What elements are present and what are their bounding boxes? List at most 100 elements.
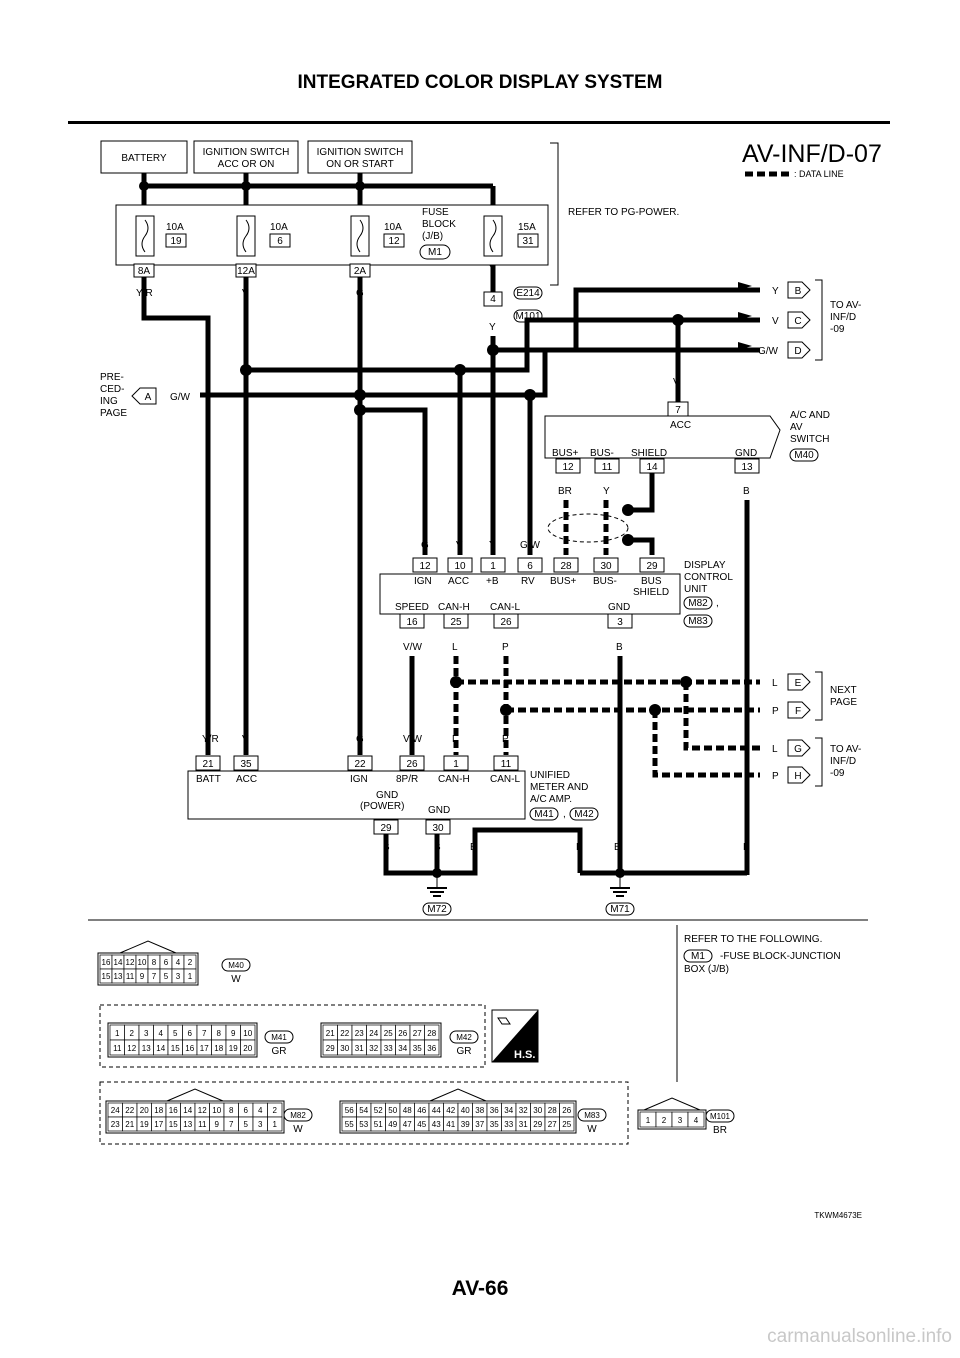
pin-number: 26: [398, 1029, 407, 1038]
pin-number: 11: [126, 972, 135, 981]
pin-number: 43: [432, 1120, 441, 1129]
pin-number: 10: [243, 1029, 252, 1038]
meter-pin-29: 29: [380, 823, 392, 834]
acsw-bus-plus: BUS+: [552, 448, 579, 459]
pin-number: 8: [152, 958, 157, 967]
connector-color: W: [293, 1124, 303, 1135]
pin-number: 11: [113, 1044, 122, 1053]
refer-m1: M1: [691, 951, 705, 962]
dcu-pin-3: 3: [617, 617, 623, 628]
pin-number: 28: [548, 1106, 557, 1115]
fuse-block-label-2: BLOCK: [422, 219, 456, 230]
pin-number: 9: [215, 1120, 220, 1129]
pin-number: 36: [427, 1044, 436, 1053]
dcu-pin-10: 10: [454, 561, 466, 572]
to-av-09-top-2: INF/D: [830, 312, 856, 323]
wire-v-acc: V: [673, 377, 680, 388]
pin-number: 7: [202, 1029, 207, 1038]
dcu-ign: IGN: [414, 576, 432, 587]
fuse-block-connector: M1: [428, 247, 442, 258]
pin-number: 1: [646, 1116, 651, 1125]
pin-number: 15: [169, 1120, 178, 1129]
wire-y-joint: Y: [489, 322, 496, 333]
dcu-bus-plus: BUS+: [550, 576, 577, 587]
pin-number: 17: [200, 1044, 209, 1053]
wire-gw-preceding: G/W: [170, 392, 191, 403]
pin-number: 12: [126, 958, 135, 967]
pin-number: 5: [244, 1120, 249, 1129]
term-8a: 8A: [138, 266, 151, 277]
wire-b-dcu: B: [616, 642, 623, 653]
connector-color: BR: [713, 1125, 727, 1136]
pin-number: 30: [533, 1106, 542, 1115]
pin-number: 13: [183, 1120, 192, 1129]
meter-pin-30: 30: [432, 823, 444, 834]
term-d: D: [794, 346, 801, 357]
pin-number: 48: [403, 1106, 412, 1115]
pin-number: 33: [384, 1044, 393, 1053]
wire-g-meter: G: [356, 734, 364, 745]
dcu-can-h: CAN-H: [438, 602, 470, 613]
dcu-gnd: GND: [608, 602, 630, 613]
dcu-bus-minus: BUS-: [593, 576, 617, 587]
fuse-19-num: 19: [170, 236, 182, 247]
pin-number: 51: [374, 1120, 383, 1129]
pin-number: 35: [490, 1120, 499, 1129]
fuse-6-amp: 10A: [270, 222, 288, 233]
pin-number: 8: [229, 1106, 234, 1115]
preceding-2: CED-: [100, 384, 124, 395]
pin-number: 3: [258, 1120, 263, 1129]
pin-number: 17: [154, 1120, 163, 1129]
term-e: E: [795, 678, 802, 689]
fuse-31-num: 31: [522, 236, 534, 247]
pin-number: 4: [694, 1116, 699, 1125]
dcu-pin-29: 29: [646, 561, 658, 572]
wire-p-meter: P: [502, 734, 509, 745]
pin-number: 34: [398, 1044, 407, 1053]
dcu-pin-30: 30: [600, 561, 612, 572]
hs-label: H.S.: [514, 1049, 535, 1061]
conn-m101: M101: [515, 311, 540, 322]
meter-pin-26: 26: [406, 759, 418, 770]
joint-pin-4: [483, 291, 503, 307]
wire-vw-dcu: V/W: [403, 642, 422, 653]
dcu-pin-1: 1: [490, 561, 496, 572]
refer-item-2: BOX (J/B): [684, 964, 729, 975]
meter-comma: ,: [563, 809, 566, 820]
pin-number: 22: [125, 1106, 134, 1115]
pin-number: 5: [173, 1029, 178, 1038]
pin-number: 6: [188, 1029, 193, 1038]
pin-number: 53: [359, 1120, 368, 1129]
pin-number: 30: [340, 1044, 349, 1053]
ign-acc-label-2: ACC OR ON: [218, 159, 275, 170]
wire-gw-out: G/W: [758, 346, 779, 357]
term-b: B: [795, 286, 802, 297]
ign-start-label-2: ON OR START: [326, 159, 393, 170]
fuse-19-amp: 10A: [166, 222, 184, 233]
fuse-6-num: 6: [277, 236, 283, 247]
pin-number: 10: [138, 958, 147, 967]
pin-number: 2: [130, 1029, 135, 1038]
pin-number: 5: [164, 972, 169, 981]
pin-number: 20: [140, 1106, 149, 1115]
acsw-gnd: GND: [735, 448, 757, 459]
pin-number: 40: [461, 1106, 470, 1115]
term-a: A: [145, 392, 152, 403]
wire-p-f: P: [772, 706, 779, 717]
dcu-pin-6: 6: [527, 561, 533, 572]
pin-number: 8: [217, 1029, 222, 1038]
pin-number: 44: [432, 1106, 441, 1115]
pin-number: 22: [340, 1029, 349, 1038]
diagram-code: AV-INF/D-07: [742, 140, 882, 168]
wire-p-dcu: P: [502, 642, 509, 653]
pin-cell: [240, 1039, 256, 1056]
fuse-12-num: 12: [388, 236, 400, 247]
pin-number: 27: [413, 1029, 422, 1038]
pin-number: 9: [140, 972, 145, 981]
pin-number: 21: [326, 1029, 335, 1038]
pin-number: 15: [102, 972, 111, 981]
wire-p-h: P: [772, 771, 779, 782]
pin-number: 29: [533, 1120, 542, 1129]
